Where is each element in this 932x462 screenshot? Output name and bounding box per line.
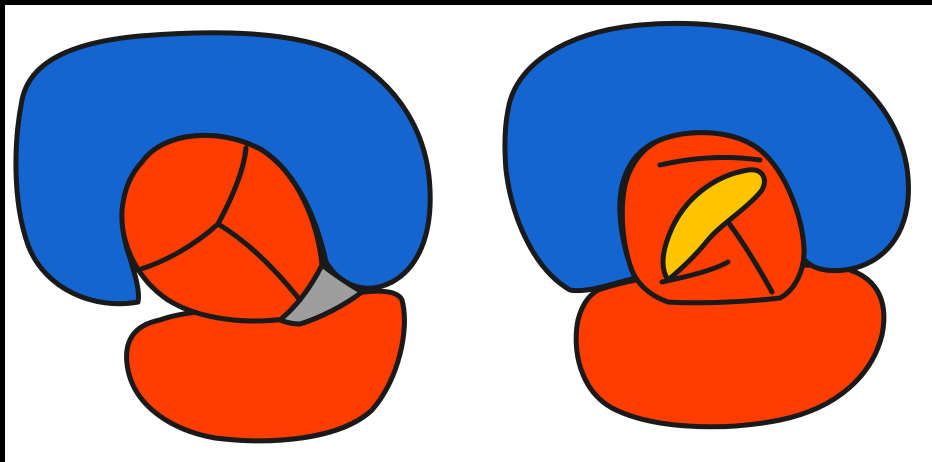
left-figure: [16, 33, 430, 441]
right-figure: [505, 23, 909, 426]
frame-top-border: [0, 0, 932, 5]
frame-left-border: [0, 0, 5, 462]
